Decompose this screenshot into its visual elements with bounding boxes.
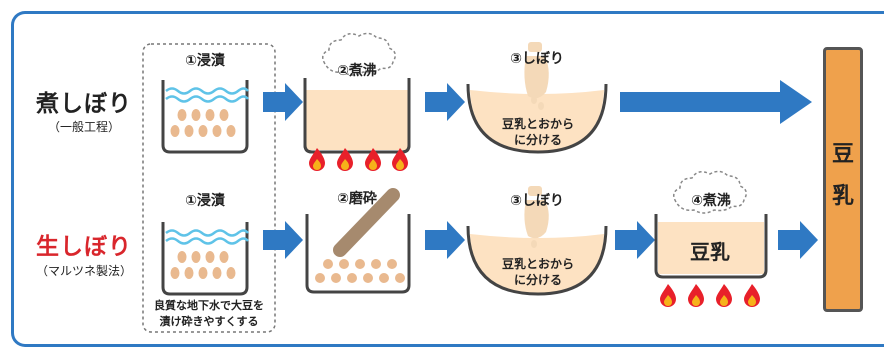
arrow-right-icon [425,83,465,121]
product-box: 豆 乳 [823,47,863,312]
boil-vessel-1 [303,32,411,171]
steam-cloud-icon [673,170,747,214]
squeeze-bowl-2 [466,186,608,296]
squeeze-text-2a: 豆乳とおから [501,257,574,271]
soak-note-line-2: 漬け砕きやすくする [159,315,259,328]
row-title-raw: 生しぼり [36,234,132,260]
squeeze-bag-icon [524,186,549,248]
row-subtitle-boiled: （一般工程） [47,120,120,134]
row-subtitle-raw: （マルツネ製法） [35,264,132,278]
arrow-right-icon [263,83,303,121]
product-char-1: 豆 [831,142,854,167]
steam-cloud-icon [322,32,396,76]
step-label-soak-2: ①浸漬 [185,193,225,209]
step-label-squeeze-2: ③しぼり [510,193,564,209]
squeeze-text-1a: 豆乳とおから [501,117,574,131]
step-label-soak-1: ①浸漬 [185,53,225,69]
step-label-grind: ②磨砕 [337,191,377,207]
soak-vessel-1 [161,80,249,154]
step-label-squeeze-1: ③しぼり [510,51,564,67]
arrow-long-icon [620,80,812,124]
step-label-boil-2: ④煮沸 [691,193,731,209]
boil-vessel-2 [654,170,768,307]
flame-icon [660,284,760,307]
soak-note-line-1: 良質な地下水で大豆を [154,299,264,312]
squeeze-text-1b: に分ける [513,133,562,147]
arrow-right-icon [425,221,465,259]
soak-vessel-2 [161,222,249,296]
arrow-right-icon [778,221,818,259]
diagram-frame [11,11,884,347]
boil-2-inner-text: 豆乳 [690,240,730,264]
bean-icon [315,259,405,283]
grind-vessel [305,188,411,294]
soak-dashed-box [142,43,276,333]
grinder-pestle-icon [333,188,400,257]
squeeze-bowl-1 [466,42,608,154]
arrow-right-icon [615,221,655,259]
step-label-boil-1: ②煮沸 [337,63,377,79]
product-char-2: 乳 [831,184,854,209]
squeeze-text-2b: に分ける [513,273,562,287]
row-title-boiled: 煮しぼり [36,91,132,117]
squeeze-bag-icon [524,42,549,110]
arrow-right-icon [263,221,303,259]
